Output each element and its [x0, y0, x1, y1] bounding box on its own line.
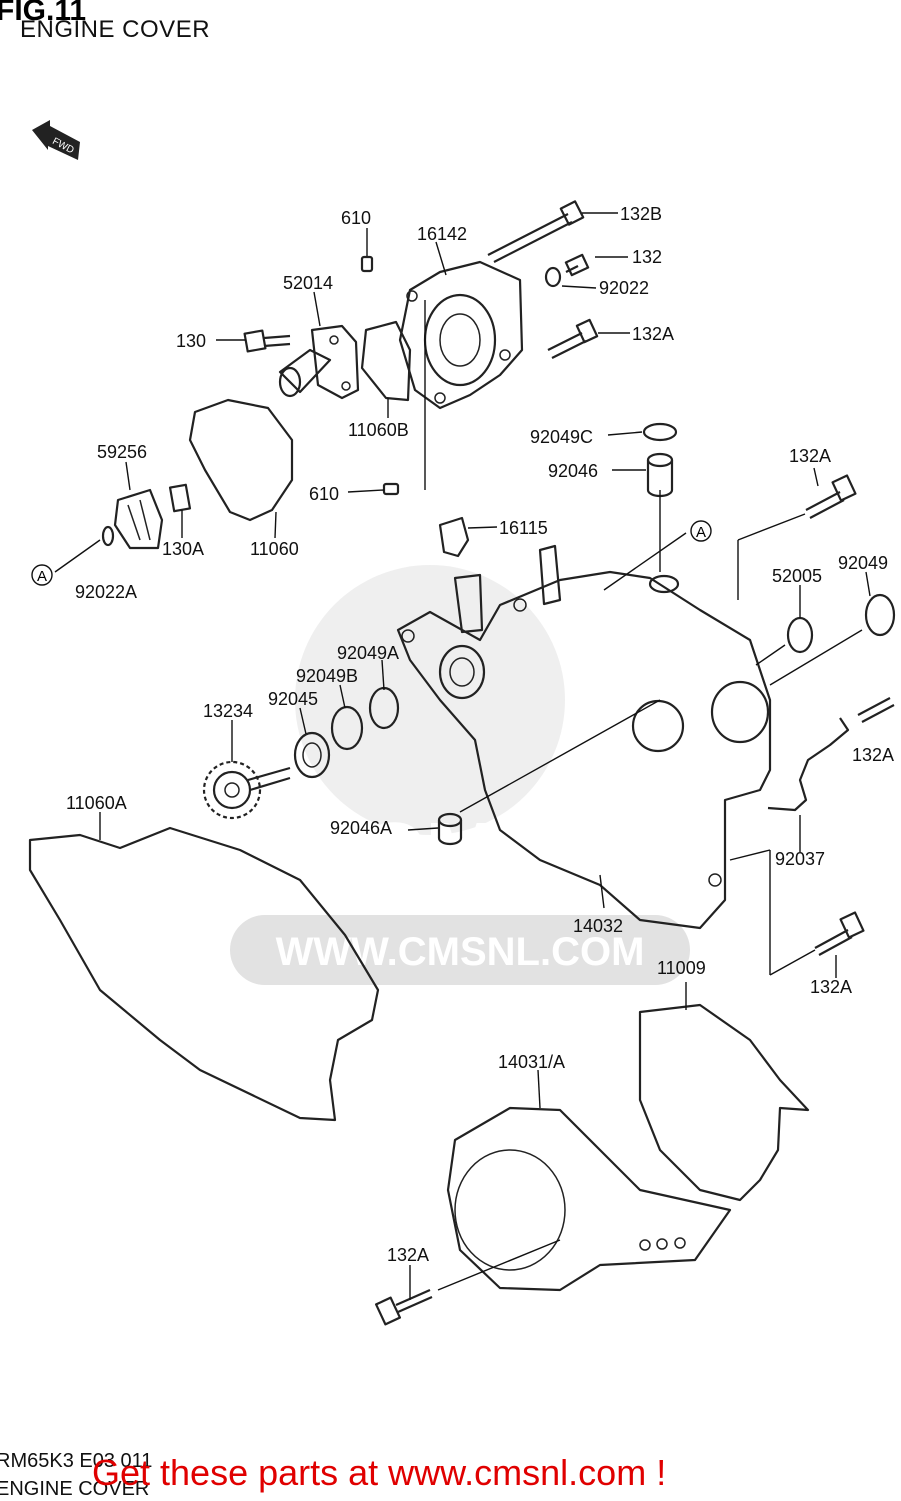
forward-arrow-icon: FWD: [32, 120, 80, 160]
label-92022A: 92022A: [75, 582, 137, 602]
label-92045: 92045: [268, 689, 318, 709]
label-11060B: 11060B: [348, 420, 409, 440]
ref-circle-A-right: A: [690, 520, 712, 542]
promo-link[interactable]: Get these parts at www.cmsnl.com !: [92, 1452, 667, 1493]
label-132A-right2: 132A: [852, 745, 894, 765]
label-130: 130: [176, 331, 206, 351]
ref-circle-A-left: A: [31, 564, 53, 586]
label-92046A: 92046A: [330, 818, 392, 838]
dowel-pin-top: [360, 255, 374, 273]
bolt-132A-right1: [805, 474, 857, 519]
watermark-url-text: WWW.CMSNL.COM: [276, 930, 645, 974]
label-92049B: 92049B: [296, 666, 358, 686]
label-92022: 92022: [599, 278, 649, 298]
label-132A-right1: 132A: [789, 446, 831, 466]
bolt-132A-bottom: [375, 1288, 433, 1326]
label-132A-top: 132A: [632, 324, 674, 344]
magneto-cover-14031A: [446, 1106, 732, 1292]
label-92049: 92049: [838, 553, 888, 573]
ref-label-A-left: A: [37, 568, 47, 585]
label-11060: 11060: [250, 539, 299, 559]
label-130A: 130A: [162, 539, 204, 559]
dowel-pin-bottom: [382, 482, 400, 496]
impeller-59256: [113, 488, 164, 550]
label-14032: 14032: [573, 916, 623, 936]
label-132: 132: [632, 247, 662, 267]
label-92046: 92046: [548, 461, 598, 481]
label-610-top: 610: [341, 208, 371, 228]
collar-92046: [646, 452, 674, 498]
footer-diagram-code: RM65K3 E03 011: [0, 1450, 153, 1472]
label-14031A: 14031/A: [498, 1052, 565, 1072]
oil-seal-52005: [786, 616, 814, 654]
bolt-132B: [487, 200, 585, 263]
gasket-11009: [638, 1003, 810, 1202]
label-52014: 52014: [283, 273, 333, 293]
washer-92022: [544, 266, 562, 288]
label-610-bottom: 610: [309, 484, 339, 504]
label-52005: 52005: [772, 566, 822, 586]
label-16142: 16142: [417, 224, 467, 244]
bearing-92045: [293, 731, 331, 779]
label-92037: 92037: [775, 849, 825, 869]
ref-label-A-right: A: [696, 524, 706, 541]
label-13234: 13234: [203, 701, 253, 721]
gasket-11060A: [28, 826, 380, 1122]
plug-16115: [438, 516, 470, 558]
spring-92037: [767, 717, 850, 812]
label-132A-bottom: 132A: [387, 1245, 429, 1265]
gasket-11060: [188, 398, 294, 522]
figure-subtitle: ENGINE COVER: [20, 16, 211, 43]
watermark: CMS WWW.CMSNL.COM: [230, 565, 690, 985]
label-132B: 132B: [620, 204, 662, 224]
clutch-cover-14032: [396, 544, 772, 930]
oil-seal-92049C: [642, 422, 678, 442]
bolt-130: [243, 329, 291, 353]
washer-92022A: [101, 525, 115, 547]
label-92049A: 92049A: [337, 643, 399, 663]
collar-92046A: [437, 812, 463, 846]
label-59256: 59256: [97, 442, 147, 462]
label-16115: 16115: [499, 518, 548, 538]
pipe-52014: [278, 324, 360, 400]
leader-lines: [54, 212, 871, 1300]
bolt-132A-top: [547, 318, 599, 359]
gear-13234: [202, 760, 291, 820]
bolt-130A: [168, 483, 192, 513]
footer-subtitle: ENGINE COVER: [0, 1478, 150, 1500]
bolt-132A-right2: [857, 697, 895, 723]
bolt-132A-right3: [814, 911, 865, 956]
water-pump-cover-16142: [398, 260, 524, 410]
gasket-11060B: [360, 320, 412, 402]
label-11060A: 11060A: [66, 793, 127, 813]
oil-seal-92049: [864, 593, 896, 637]
figure-title: FIG.11: [0, 0, 87, 27]
label-11009: 11009: [657, 958, 706, 978]
label-92049C: 92049C: [530, 427, 593, 447]
bolt-132: [564, 253, 590, 277]
label-132A-right3: 132A: [810, 977, 852, 997]
oil-seal-92049B: [330, 705, 364, 751]
